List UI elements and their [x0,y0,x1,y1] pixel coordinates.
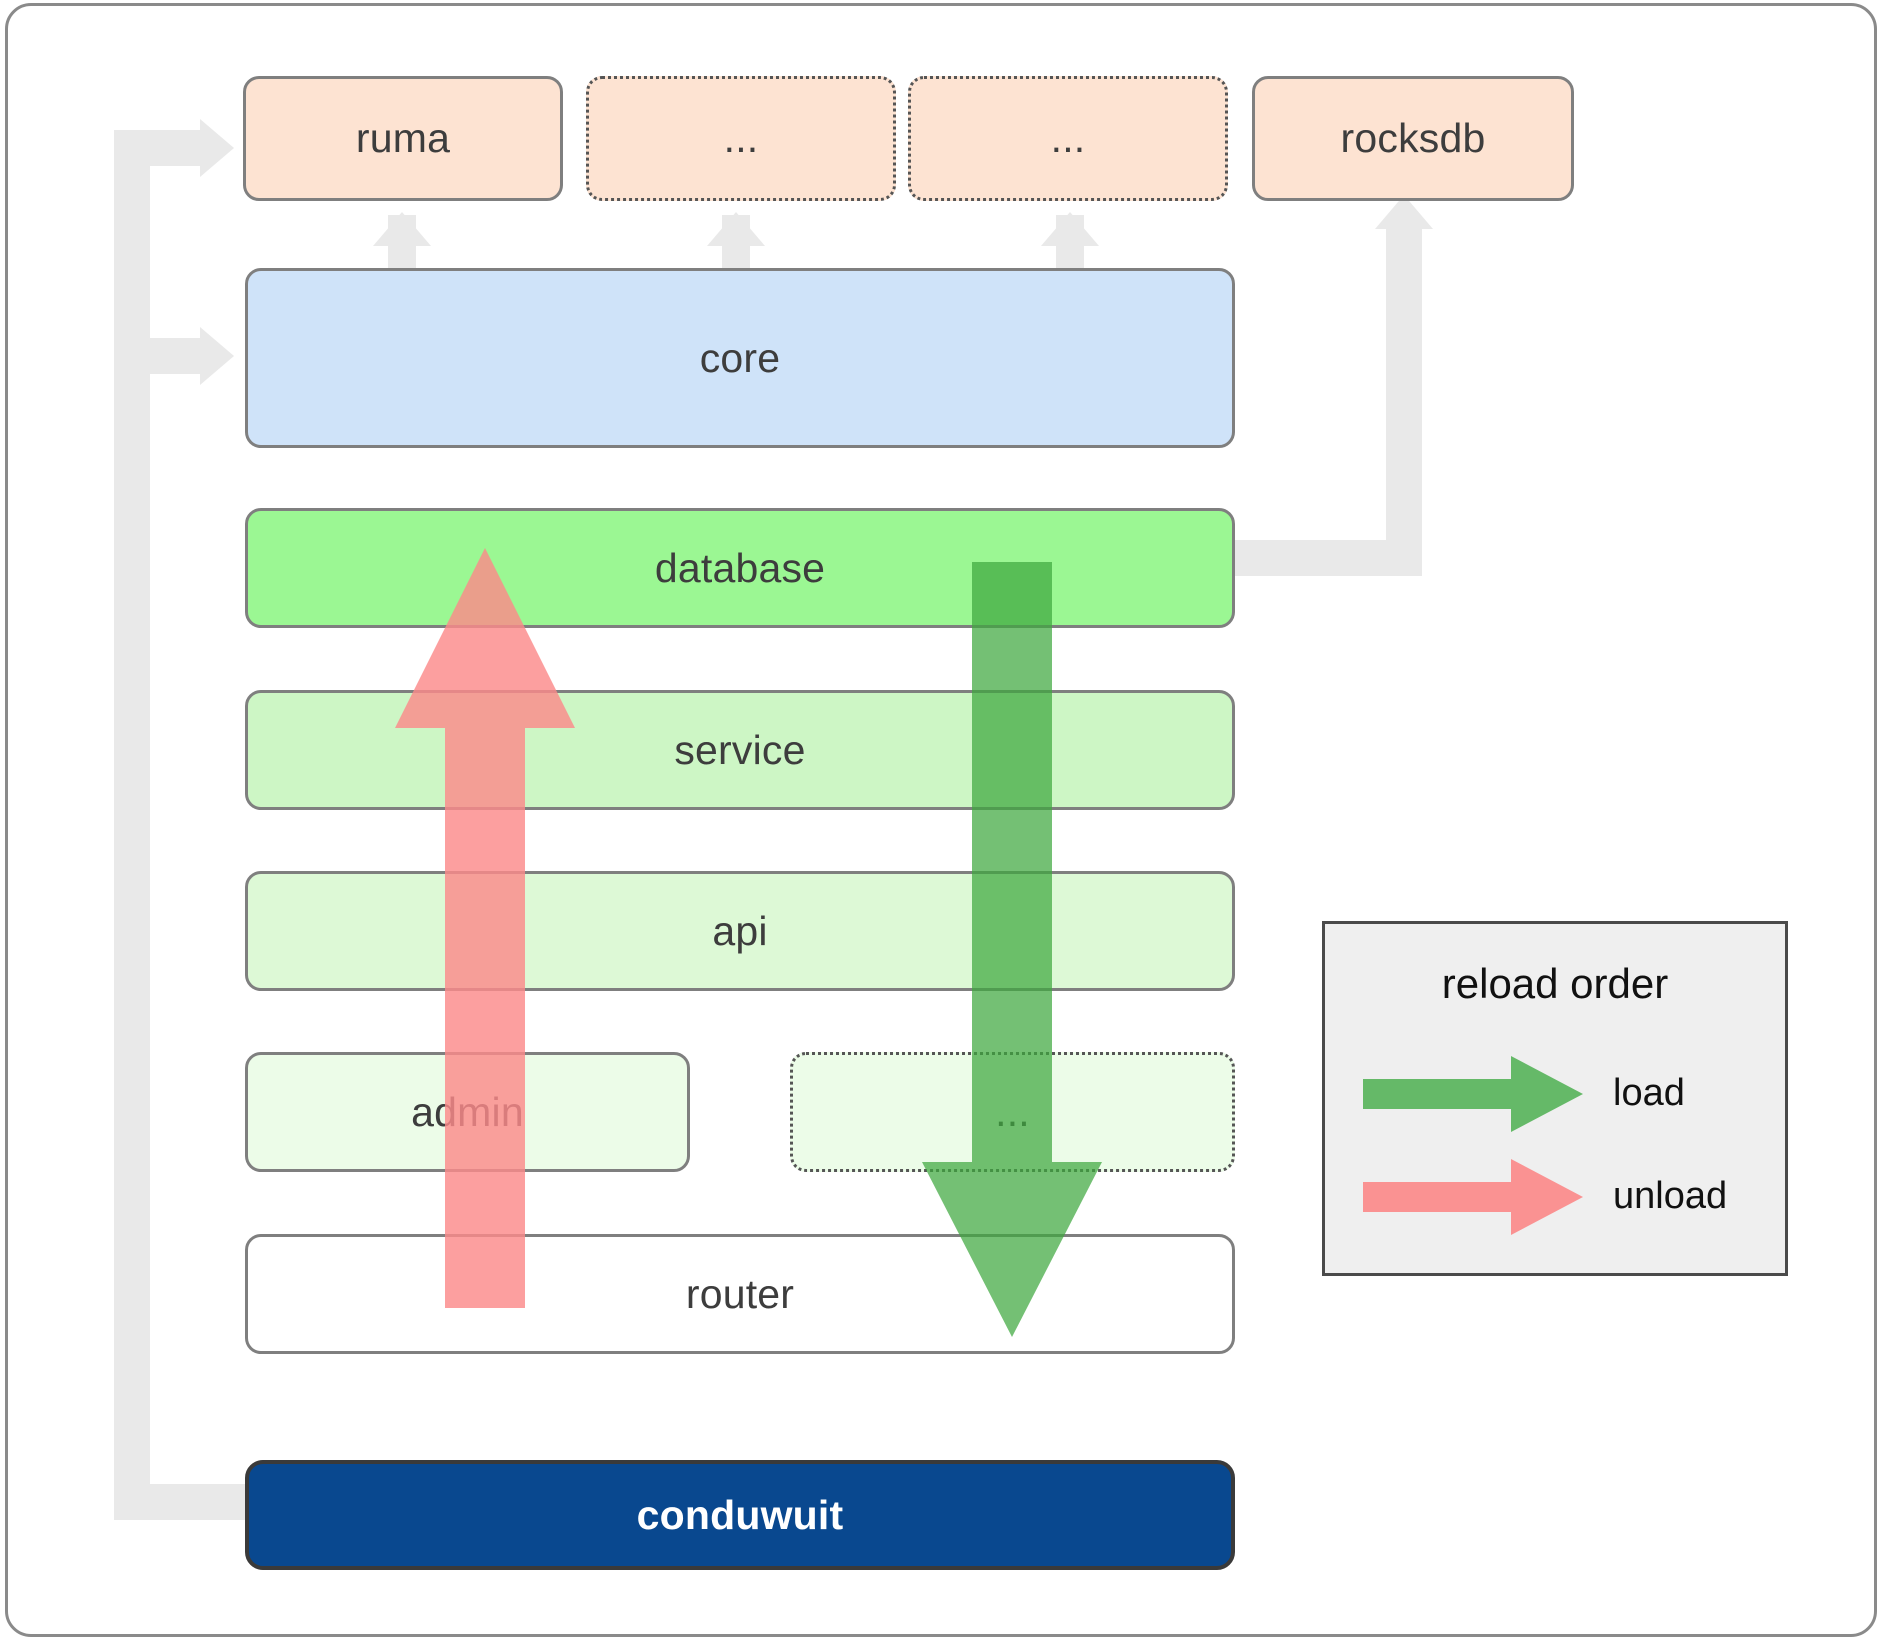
binary-node-conduwuit[interactable]: conduwuit [245,1460,1235,1570]
dependency-label-dots-b: ... [1050,115,1086,161]
layer-node-admin[interactable]: admin [245,1052,690,1172]
dependency-label-rocksdb: rocksdb [1340,115,1486,161]
binary-label-conduwuit: conduwuit [636,1491,844,1538]
dependency-node-dots-b[interactable]: ... [908,76,1228,201]
connector-core-to-ruma-head [373,212,431,246]
layer-label-api: api [712,907,768,954]
dependency-label-dots-a: ... [723,115,759,161]
connector-to-ruma [114,130,210,166]
diagram-frame [5,3,1877,1637]
layer-label-database: database [654,544,826,591]
layer-label-router: router [685,1270,795,1317]
legend-unload-label: unload [1613,1175,1728,1217]
legend-box: reload order load unload [1322,921,1788,1276]
dependency-node-rocksdb[interactable]: rocksdb [1252,76,1574,201]
connector-database-to-rocksdb-vertical [1386,225,1422,576]
layer-node-database[interactable]: database [245,508,1235,628]
connector-to-ruma-head [200,119,234,177]
layer-label-dots-c: ... [995,1088,1030,1135]
legend-title: reload order [1441,960,1669,1007]
legend-load-arrow-shape [1363,1056,1583,1132]
dependency-node-dots-a[interactable]: ... [586,76,896,201]
legend-unload-arrow-shape [1363,1159,1583,1235]
connector-to-core [114,338,210,374]
layer-node-api[interactable]: api [245,871,1235,991]
layer-label-admin: admin [411,1088,524,1135]
connector-conduwuit-bottom [114,1484,246,1520]
layer-label-service: service [674,726,806,773]
dependency-node-ruma[interactable]: ruma [243,76,563,201]
legend-unload-arrow [1363,1159,1583,1235]
core-node[interactable]: core [245,268,1235,448]
legend-load-arrow [1363,1056,1583,1132]
layer-node-router[interactable]: router [245,1234,1235,1354]
connector-to-core-head [200,327,234,385]
legend-load-label: load [1613,1072,1685,1114]
layer-node-dots-c[interactable]: ... [790,1052,1235,1172]
layer-node-service[interactable]: service [245,690,1235,810]
core-label: core [699,334,781,381]
dependency-label-ruma: ruma [355,115,451,161]
connector-core-to-dots-b-head [1041,212,1099,246]
connector-core-to-dots-a-head [707,212,765,246]
